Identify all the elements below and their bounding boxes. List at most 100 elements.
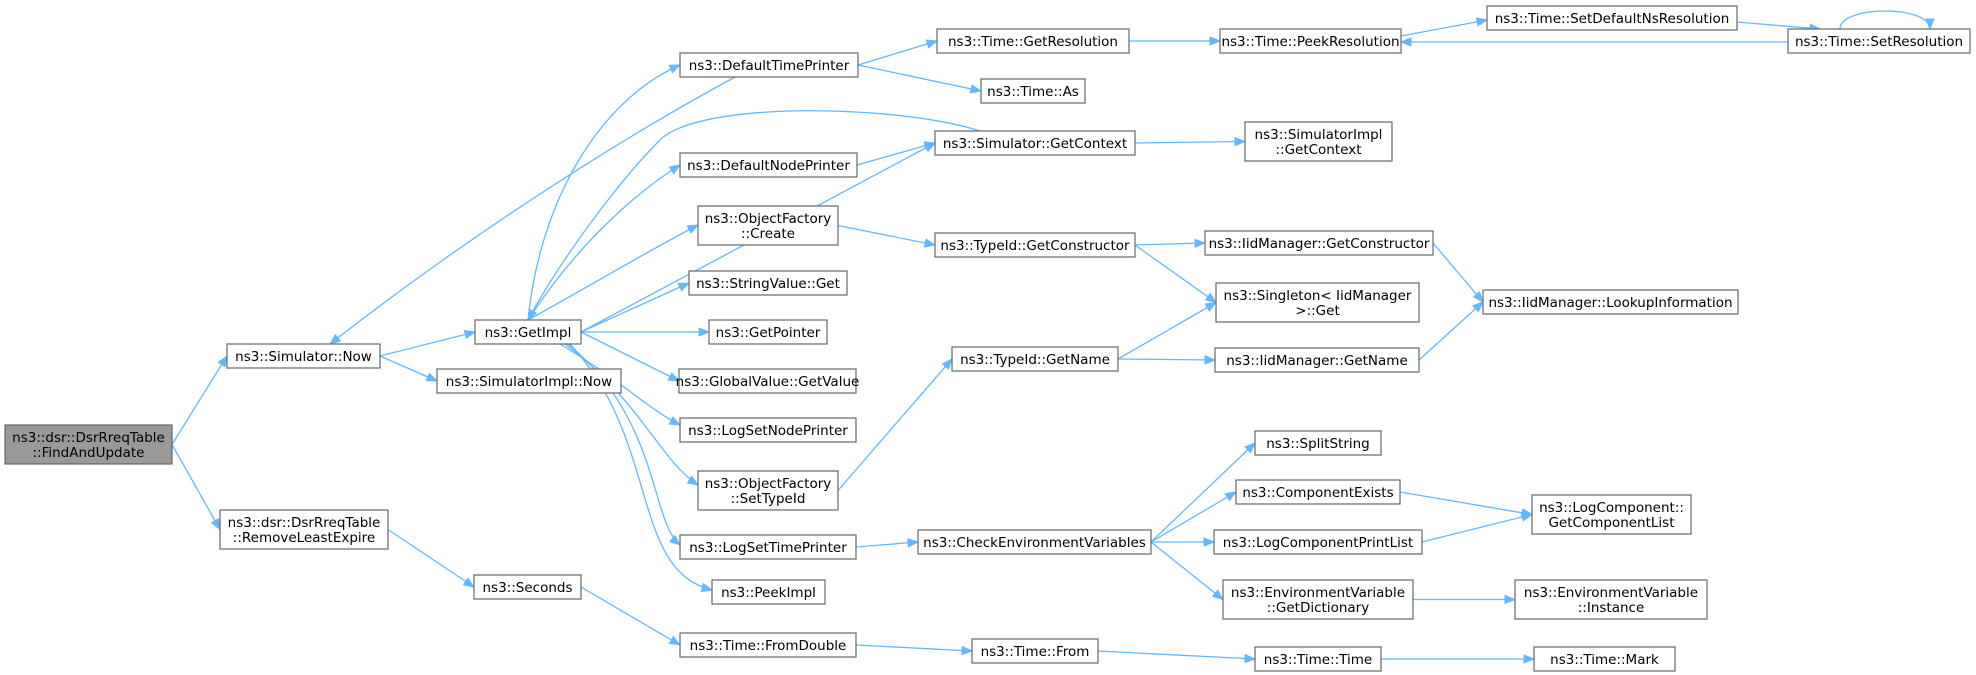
function-node-compexists[interactable]: ns3::ComponentExists — [1235, 479, 1401, 505]
edge-iidgetctor-to-lookup — [1432, 242, 1484, 304]
node-box — [679, 632, 857, 658]
node-label: ns3::PeekImpl — [721, 585, 816, 601]
node-box — [1244, 121, 1393, 162]
function-node-envinst[interactable]: ns3::EnvironmentVariable::Instance — [1514, 579, 1708, 620]
function-node-peekres[interactable]: ns3::Time::PeekResolution — [1219, 28, 1402, 54]
edge-getimpl-to-gvget — [580, 331, 681, 382]
function-node-getcomplist[interactable]: ns3::LogComponent::GetComponentList — [1531, 494, 1692, 535]
function-node-singleton[interactable]: ns3::Singleton< IidManager >::Get — [1215, 282, 1420, 323]
function-node-deftime[interactable]: ns3::DefaultTimePrinter — [679, 52, 859, 78]
function-node-find[interactable]: ns3::dsr::DsrRreqTable::FindAndUpdate — [4, 424, 173, 465]
function-node-logsetnode[interactable]: ns3::LogSetNodePrinter — [679, 417, 857, 443]
node-box — [1486, 5, 1738, 31]
node-label: ::Create — [741, 226, 795, 242]
edge-getimpl-to-getpointer — [581, 327, 711, 337]
node-box — [1235, 479, 1401, 505]
edge-defnode-to-getctx — [856, 141, 937, 166]
function-node-simimplctx[interactable]: ns3::SimulatorImpl::GetContext — [1244, 121, 1393, 162]
function-node-split[interactable]: ns3::SplitString — [1254, 430, 1382, 456]
node-box — [1222, 579, 1414, 620]
node-label: ns3::Time::Time — [1264, 652, 1372, 668]
node-box — [219, 509, 389, 550]
function-node-checkenv[interactable]: ns3::CheckEnvironmentVariables — [917, 529, 1152, 555]
edge-checkenv-to-split — [1150, 442, 1256, 543]
node-label: ns3::DefaultTimePrinter — [689, 58, 850, 74]
node-label: ns3::IidManager::LookupInformation — [1488, 295, 1732, 311]
function-node-ofcreate[interactable]: ns3::ObjectFactory::Create — [697, 205, 839, 246]
edge-getctor-to-iidgetctor — [1134, 238, 1207, 249]
function-node-tidgetname[interactable]: ns3::TypeId::GetName — [951, 346, 1119, 372]
function-node-from[interactable]: ns3::Time::From — [971, 638, 1099, 664]
node-box — [679, 534, 857, 560]
node-box — [1482, 289, 1739, 315]
edge-setres-to-peekres — [1399, 37, 1788, 47]
node-label: ns3::GetImpl — [485, 325, 572, 341]
node-box — [226, 343, 381, 369]
function-node-remove[interactable]: ns3::dsr::DsrRreqTable::RemoveLeastExpir… — [219, 509, 389, 550]
node-label: ns3::IidManager::GetConstructor — [1209, 236, 1430, 252]
function-node-as[interactable]: ns3::Time::As — [980, 78, 1086, 104]
node-box — [697, 470, 839, 511]
function-node-getimpl[interactable]: ns3::GetImpl — [474, 319, 582, 345]
node-label: ns3::Time::SetResolution — [1795, 34, 1963, 50]
function-node-gvget[interactable]: ns3::GlobalValue::GetValue — [676, 368, 860, 394]
function-node-getpointer[interactable]: ns3::GetPointer — [708, 319, 828, 345]
function-node-envdict[interactable]: ns3::EnvironmentVariable::GetDictionary — [1222, 579, 1414, 620]
function-node-iidgetname[interactable]: ns3::IidManager::GetName — [1214, 347, 1420, 373]
function-node-getctor[interactable]: ns3::TypeId::GetConstructor — [934, 232, 1136, 258]
node-label: ns3::SplitString — [1266, 436, 1370, 452]
function-node-seconds[interactable]: ns3::Seconds — [473, 574, 582, 600]
edge-getctx-to-getimpl — [527, 110, 981, 322]
function-node-defnode[interactable]: ns3::DefaultNodePrinter — [679, 152, 858, 178]
node-label: ns3::ObjectFactory — [705, 476, 832, 492]
function-node-logcompprint[interactable]: ns3::LogComponentPrintList — [1213, 529, 1423, 555]
function-node-mark[interactable]: ns3::Time::Mark — [1533, 646, 1676, 672]
function-nodes: ns3::dsr::DsrRreqTable::FindAndUpdatens3… — [4, 5, 1971, 672]
node-label: ns3::Simulator::GetContext — [943, 136, 1127, 152]
function-node-ofsettype[interactable]: ns3::ObjectFactory::SetTypeId — [697, 470, 839, 511]
function-node-lookup[interactable]: ns3::IidManager::LookupInformation — [1482, 289, 1739, 315]
call-edges — [171, 10, 1935, 664]
node-box — [1514, 579, 1708, 620]
function-node-strget[interactable]: ns3::StringValue::Get — [688, 270, 848, 296]
node-label: ns3::GetPointer — [716, 325, 821, 341]
function-node-logsettime[interactable]: ns3::LogSetTimePrinter — [679, 534, 857, 560]
function-node-getres[interactable]: ns3::Time::GetResolution — [936, 28, 1130, 54]
node-box — [688, 270, 848, 296]
edge-getctor-to-singleton — [1134, 244, 1218, 304]
function-node-simimplnow[interactable]: ns3::SimulatorImpl::Now — [436, 368, 622, 394]
function-node-iidgetctor[interactable]: ns3::IidManager::GetConstructor — [1204, 230, 1434, 256]
function-node-now[interactable]: ns3::Simulator::Now — [226, 343, 381, 369]
node-box — [936, 28, 1130, 54]
function-node-setres[interactable]: ns3::Time::SetResolution — [1787, 28, 1971, 54]
edge-envdict-to-envinst — [1413, 594, 1517, 605]
function-node-getctx[interactable]: ns3::Simulator::GetContext — [934, 130, 1136, 156]
node-box — [1787, 28, 1971, 54]
node-box — [708, 319, 828, 345]
edge-fromdouble-to-from — [855, 644, 974, 656]
node-label: ns3::dsr::DsrRreqTable — [12, 430, 165, 446]
node-label: ::FindAndUpdate — [32, 445, 144, 461]
function-node-fromdouble[interactable]: ns3::Time::FromDouble — [679, 632, 857, 658]
node-label: ::GetDictionary — [1267, 600, 1369, 616]
node-box — [697, 205, 839, 246]
node-label: ns3::Seconds — [483, 580, 573, 596]
node-box — [678, 368, 857, 394]
edge-getres-to-peekres — [1129, 36, 1222, 46]
edge-logcompprint-to-getcomplist — [1421, 512, 1534, 543]
function-node-peekimpl[interactable]: ns3::PeekImpl — [711, 579, 826, 605]
function-node-timetime[interactable]: ns3::Time::Time — [1254, 646, 1382, 672]
node-label: ns3::DefaultNodePrinter — [687, 158, 850, 174]
function-node-setdefns[interactable]: ns3::Time::SetDefaultNsResolution — [1486, 5, 1738, 31]
node-label: ns3::SimulatorImpl — [1255, 127, 1383, 143]
edge-find-to-remove — [171, 444, 221, 531]
edge-from-to-timetime — [1097, 650, 1257, 664]
node-label: ns3::LogComponent:: — [1539, 500, 1684, 516]
edge-getimpl-to-defnode — [527, 164, 682, 321]
node-box — [1214, 347, 1420, 373]
node-box — [1254, 646, 1382, 672]
node-box — [1254, 430, 1382, 456]
node-label: ns3::dsr::DsrRreqTable — [228, 515, 381, 531]
node-label: ns3::EnvironmentVariable — [1524, 585, 1698, 601]
